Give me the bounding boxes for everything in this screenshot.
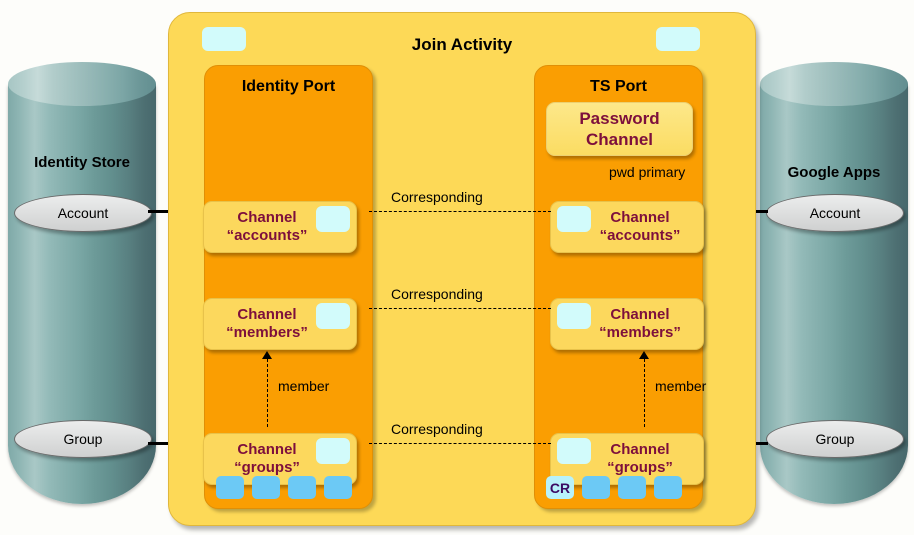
channel-badge-icon — [557, 438, 591, 464]
entity-label: Account — [57, 205, 109, 221]
channel-badge-icon — [316, 206, 350, 232]
join-activity-container: Join Activity Identity Port Channel “acc… — [168, 12, 756, 526]
identity-port-chip-4[interactable] — [324, 476, 352, 499]
cylinder-top-ellipse — [8, 62, 156, 106]
identity-store-entity-account[interactable]: Account — [14, 194, 152, 232]
password-channel[interactable]: Password Channel — [546, 102, 693, 156]
identity-port-chip-1[interactable] — [216, 476, 244, 499]
identity-port-chip-2[interactable] — [252, 476, 280, 499]
channel-label: Channel “groups” — [607, 441, 673, 476]
identity-store-cylinder: Identity Store — [8, 62, 156, 504]
activity-badge-right[interactable] — [656, 27, 700, 51]
google-apps-label: Google Apps — [787, 164, 881, 181]
ts-member-arrow-head — [639, 351, 649, 359]
corresponding-line-groups — [369, 443, 551, 444]
channel-label: Channel “accounts” — [226, 209, 308, 244]
pwd-primary-note: pwd primary — [609, 164, 686, 180]
ts-port-title: TS Port — [590, 78, 647, 95]
identity-port-chip-3[interactable] — [288, 476, 316, 499]
entity-label: Group — [815, 431, 855, 447]
cylinder-top-ellipse — [760, 62, 908, 106]
identity-port-title: Identity Port — [241, 78, 336, 95]
ts-port-chip-cr[interactable]: CR — [546, 476, 574, 499]
activity-badge-left[interactable] — [202, 27, 246, 51]
google-apps-entity-group[interactable]: Group — [766, 420, 904, 458]
ts-port[interactable]: TS Port Password Channel pwd primary Cha… — [534, 65, 707, 509]
corresponding-line-members — [369, 308, 551, 309]
identity-channel-members[interactable]: Channel “members” — [203, 298, 357, 350]
identity-store-entity-group[interactable]: Group — [14, 420, 152, 458]
channel-label: Channel “accounts” — [599, 209, 681, 244]
entity-label: Account — [809, 205, 861, 221]
google-apps-cylinder: Google Apps — [760, 62, 908, 504]
identity-store-label: Identity Store — [34, 154, 130, 171]
channel-label: Channel “groups” — [234, 441, 300, 476]
ts-port-chip-2[interactable] — [582, 476, 610, 499]
channel-badge-icon — [316, 303, 350, 329]
identity-member-arrow-head — [262, 351, 272, 359]
ts-channel-members[interactable]: Channel “members” — [550, 298, 704, 350]
ts-member-label: member — [655, 378, 707, 394]
corresponding-label-members: Corresponding — [391, 286, 483, 302]
channel-label: Channel “members” — [599, 306, 681, 341]
corresponding-label-accounts: Corresponding — [391, 189, 483, 205]
google-apps-entity-account[interactable]: Account — [766, 194, 904, 232]
ts-member-arrow-line — [644, 359, 645, 427]
corresponding-line-accounts — [369, 211, 551, 212]
channel-label: Channel “members” — [226, 306, 308, 341]
channel-badge-icon — [557, 206, 591, 232]
join-activity-title: Join Activity — [411, 35, 513, 54]
ts-channel-accounts[interactable]: Channel “accounts” — [550, 201, 704, 253]
identity-member-label: member — [278, 378, 330, 394]
identity-channel-accounts[interactable]: Channel “accounts” — [203, 201, 357, 253]
ts-port-chip-3[interactable] — [618, 476, 646, 499]
entity-label: Group — [63, 431, 103, 447]
cr-chip-label: CR — [549, 479, 571, 496]
channel-badge-icon — [316, 438, 350, 464]
identity-port[interactable]: Identity Port Channel “accounts” Channel… — [203, 65, 373, 509]
corresponding-label-groups: Corresponding — [391, 421, 483, 437]
identity-member-arrow-line — [267, 359, 268, 427]
channel-badge-icon — [557, 303, 591, 329]
ts-port-chip-4[interactable] — [654, 476, 682, 499]
